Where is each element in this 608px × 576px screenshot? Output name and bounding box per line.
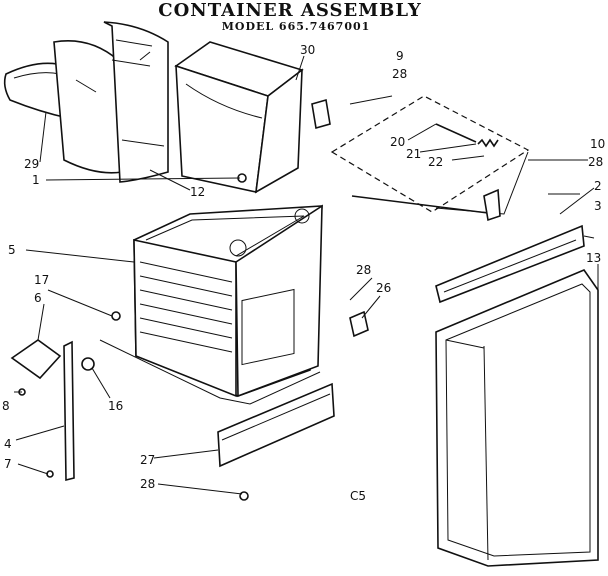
callout-27: 27 [140, 453, 155, 467]
leader-lines [14, 55, 599, 495]
callout-labels: 30 9 28 29 1 12 20 21 22 10 28 2 3 13 5 … [2, 43, 605, 503]
callout-12: 12 [190, 185, 205, 199]
callout-21: 21 [406, 147, 421, 161]
part-10-frame [330, 95, 530, 213]
part-6-bracket [10, 339, 62, 380]
callout-17: 17 [34, 273, 49, 287]
part-3-13-door [435, 269, 599, 567]
callout-20: 20 [390, 135, 405, 149]
part-12-bag [53, 21, 169, 183]
diagram-title: CONTAINER ASSEMBLY [158, 0, 422, 21]
callout-28-top: 28 [392, 67, 407, 81]
part-5-container-body [99, 204, 323, 405]
callout-10: 10 [590, 137, 605, 151]
part-4-rod [63, 340, 75, 482]
callout-13: 13 [586, 251, 601, 265]
callout-6: 6 [34, 291, 42, 305]
callout-28-bottom: 28 [140, 477, 155, 491]
part-28-screw [239, 491, 249, 501]
callout-26: 26 [376, 281, 391, 295]
callout-9: 9 [396, 49, 404, 63]
callout-2: 2 [594, 179, 602, 193]
callout-28-right: 28 [588, 155, 603, 169]
callout-1: 1 [32, 173, 40, 187]
part-20-22-rod [351, 123, 501, 222]
callout-8: 8 [2, 399, 10, 413]
callout-5: 5 [8, 243, 16, 257]
part-16-nut [81, 357, 95, 371]
part-26-clip [349, 310, 369, 338]
part-30-liner [174, 41, 304, 194]
callout-4: 4 [4, 437, 12, 451]
callout-29: 29 [24, 157, 39, 171]
callout-28-mid: 28 [356, 263, 371, 277]
callout-7: 7 [4, 457, 12, 471]
part-17-screw [111, 311, 121, 321]
footer-code: C5 [350, 489, 366, 503]
callout-30: 30 [300, 43, 315, 57]
model-number: MODEL 665.7467001 [221, 20, 371, 33]
part-2-rail [435, 224, 585, 304]
callout-16: 16 [108, 399, 123, 413]
callout-22: 22 [428, 155, 443, 169]
callout-3: 3 [594, 199, 602, 213]
part-9-bracket [311, 98, 331, 130]
